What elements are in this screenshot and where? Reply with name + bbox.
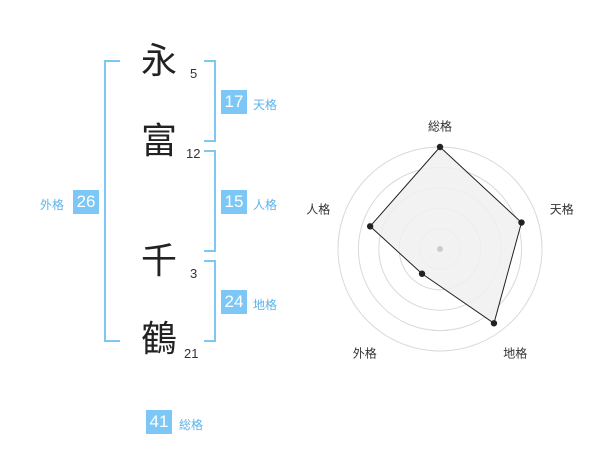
radar-axis-label-4: 人格 — [306, 202, 331, 217]
radar-axis-label-2: 地格 — [503, 346, 528, 361]
radar-axis-label-3: 外格 — [352, 346, 377, 361]
gaikaku-label: 外格 — [40, 198, 65, 212]
chikaku-label: 地格 — [253, 298, 278, 312]
radar-chart-svg — [337, 143, 543, 352]
stroke-count-2: 12 — [186, 146, 201, 161]
radar-polygon — [369, 146, 523, 325]
kanji-2: 富 — [141, 121, 178, 162]
soukaku-label: 総格 — [179, 418, 204, 432]
radar-point-4 — [366, 223, 374, 230]
chikaku-bracket — [204, 260, 216, 342]
radar-center-dot — [437, 246, 443, 252]
jinkaku-bracket — [204, 150, 216, 252]
stroke-count-1: 5 — [190, 66, 198, 81]
chikaku-value: 24 — [221, 290, 247, 314]
jinkaku-value: 15 — [221, 190, 247, 214]
radar-point-3 — [418, 270, 426, 277]
stroke-count-4: 21 — [184, 346, 199, 361]
soukaku-value: 41 — [146, 410, 172, 434]
tenkaku-label: 天格 — [253, 98, 278, 112]
radar-chart: 総格天格地格 外格 人格 — [300, 100, 590, 390]
radar-axis-label-0: 総格 — [427, 119, 453, 134]
kanji-1: 永 — [141, 41, 178, 82]
radar-point-0 — [436, 143, 444, 151]
gaikaku-bracket — [104, 60, 120, 342]
gaikaku-value: 26 — [73, 190, 99, 214]
kanji-3: 千 — [141, 241, 178, 282]
tenkaku-bracket — [204, 60, 216, 142]
radar-axis-label-1: 天格 — [549, 202, 574, 217]
tenkaku-value: 17 — [221, 90, 247, 114]
stroke-count-3: 3 — [190, 266, 198, 281]
radar-point-1 — [518, 219, 525, 226]
radar-point-2 — [490, 320, 498, 327]
kanji-4: 鶴 — [141, 319, 178, 360]
jinkaku-label: 人格 — [253, 198, 278, 212]
